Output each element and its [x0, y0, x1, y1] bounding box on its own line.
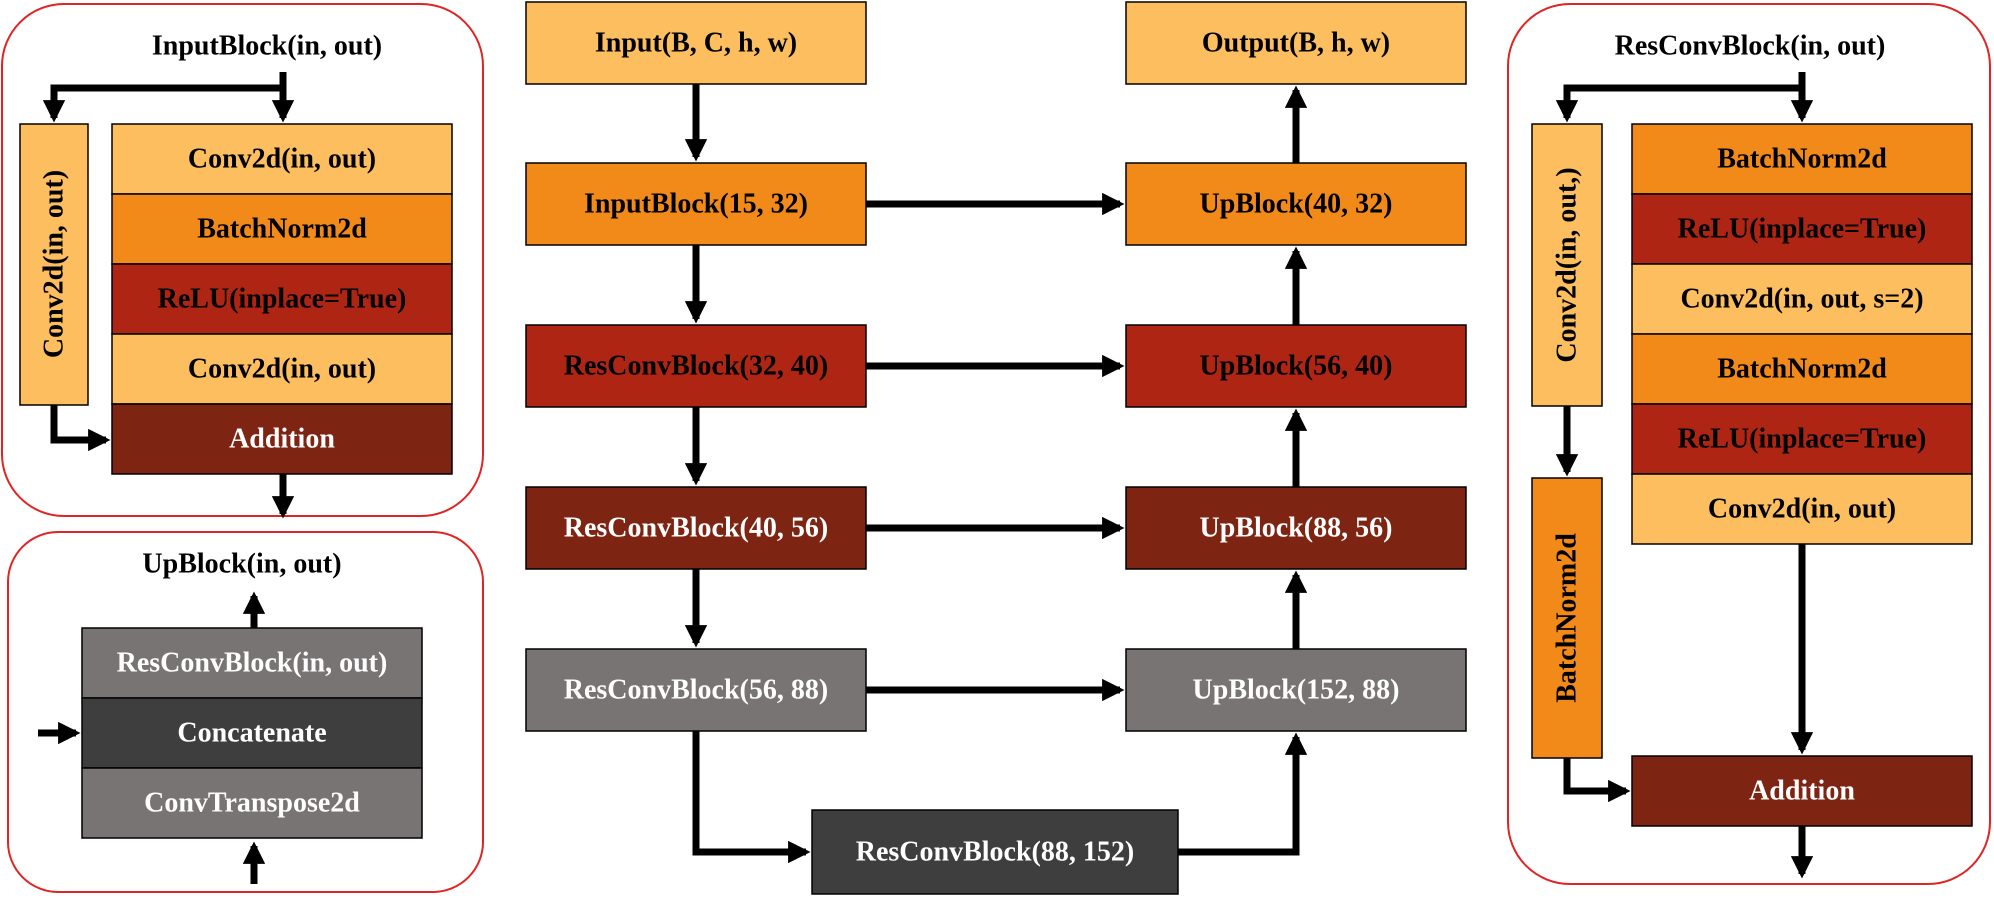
- ib-layer-addition-label: Addition: [229, 424, 335, 455]
- rc-layer-batchnorm-1-label: BatchNorm2d: [1717, 144, 1887, 175]
- ib-layer-conv2d-2-label: Conv2d(in, out): [188, 354, 376, 385]
- rc-layer-relu-1-label: ReLU(inplace=True): [1678, 214, 1927, 245]
- rc-addition: [1631, 755, 1973, 827]
- up-block-panel-title: UpBlock(in, out): [142, 549, 341, 580]
- rc-arrow-skip-merge: [1563, 758, 1631, 803]
- rc-layer-batchnorm-1: [1631, 123, 1973, 195]
- ib-arrow-skip-merge: [50, 405, 111, 452]
- net-decoder-3-label: UpBlock(152, 88): [1193, 675, 1400, 706]
- net-output-label: Output(B, h, w): [1202, 28, 1390, 59]
- ub-layer-concatenate-label: Concatenate: [177, 718, 326, 749]
- rc-skip-conv2d-label: Conv2d(in, out,): [1552, 167, 1583, 362]
- rc-layer-conv2d-label: Conv2d(in, out): [1708, 494, 1896, 525]
- net-bottleneck-label: ResConvBlock(88, 152): [856, 837, 1134, 868]
- net-encoder-2-label: ResConvBlock(40, 56): [564, 513, 828, 544]
- net-decoder-3-node: [1125, 648, 1467, 732]
- net-decoder-0-label: UpBlock(40, 32): [1200, 189, 1393, 220]
- arrow-encoder-3-to-bottleneck: [692, 731, 811, 864]
- ib-layer-relu: [111, 263, 453, 335]
- rc-layer-relu-1: [1631, 193, 1973, 265]
- net-encoder-1-node: [525, 324, 867, 408]
- net-encoder-0-label: InputBlock(15, 32): [584, 189, 808, 220]
- net-bottleneck-node: [811, 809, 1179, 895]
- ib-skip-conv2d-label: Conv2d(in, out): [39, 170, 70, 358]
- net-output-node: [1125, 1, 1467, 85]
- ib-layer-addition: [111, 403, 453, 475]
- ub-layer-resconv: [81, 627, 423, 699]
- net-decoder-0-node: [1125, 162, 1467, 246]
- rc-addition-label: Addition: [1749, 776, 1855, 807]
- net-input-label: Input(B, C, h, w): [595, 28, 797, 59]
- net-encoder-3-node: [525, 648, 867, 732]
- net-encoder-1-label: ResConvBlock(32, 40): [564, 351, 828, 382]
- rc-skip-conv2d: [1531, 123, 1603, 407]
- rc-layer-conv2d: [1631, 473, 1973, 545]
- ub-layer-convtranspose-label: ConvTranspose2d: [144, 788, 360, 819]
- ib-layer-conv2d-2: [111, 333, 453, 405]
- net-input-node: [525, 1, 867, 85]
- ib-layer-conv2d-1: [111, 123, 453, 195]
- ub-layer-resconv-label: ResConvBlock(in, out): [117, 648, 388, 679]
- up-block-panel: [7, 531, 484, 893]
- net-decoder-1-label: UpBlock(56, 40): [1200, 351, 1393, 382]
- rc-skip-batchnorm-label: BatchNorm2d: [1552, 533, 1583, 703]
- res-conv-block-layers: BatchNorm2d ReLU(inplace=True) Conv2d(in…: [1631, 123, 1973, 545]
- ib-layer-batchnorm-label: BatchNorm2d: [197, 214, 367, 245]
- ub-layer-convtranspose: [81, 767, 423, 839]
- res-conv-block-panel-title: ResConvBlock(in, out): [1615, 31, 1886, 62]
- rc-layer-relu-2: [1631, 403, 1973, 475]
- ib-layer-conv2d-1-label: Conv2d(in, out): [188, 144, 376, 175]
- input-block-panel: [1, 3, 484, 517]
- net-encoder-3-label: ResConvBlock(56, 88): [564, 675, 828, 706]
- arrow-bottleneck-to-decoder-3: [1178, 732, 1308, 856]
- rc-skip-batchnorm: [1531, 477, 1603, 759]
- input-block-panel-title: InputBlock(in, out): [152, 31, 382, 62]
- ib-layer-relu-label: ReLU(inplace=True): [158, 284, 407, 315]
- rc-layer-batchnorm-2-label: BatchNorm2d: [1717, 354, 1887, 385]
- rc-layer-batchnorm-2: [1631, 333, 1973, 405]
- ub-layer-concatenate: [81, 697, 423, 769]
- ib-arrow-skip-branch: [42, 84, 283, 123]
- up-block-layers: ResConvBlock(in, out) Concatenate ConvTr…: [81, 627, 423, 839]
- rc-arrow-skip-branch: [1555, 84, 1802, 123]
- rc-layer-conv2d-stride: [1631, 263, 1973, 335]
- res-conv-block-panel: [1507, 3, 1991, 885]
- net-decoder-2-label: UpBlock(88, 56): [1200, 513, 1393, 544]
- rc-layer-relu-2-label: ReLU(inplace=True): [1678, 424, 1927, 455]
- rc-layer-conv2d-stride-label: Conv2d(in, out, s=2): [1680, 284, 1923, 315]
- ib-skip-conv2d: [19, 123, 89, 406]
- input-block-layers: Conv2d(in, out) BatchNorm2d ReLU(inplace…: [111, 123, 453, 475]
- net-decoder-1-node: [1125, 324, 1467, 408]
